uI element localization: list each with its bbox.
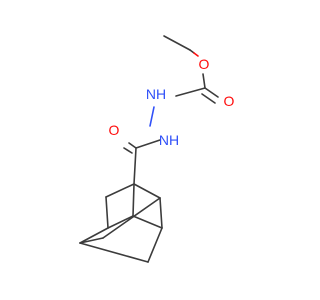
bond-cage-2 [133,183,161,199]
atom-o-carbamate-carbonyl: O [224,93,235,109]
bond-cage-8 [79,227,109,244]
bond-amide-c-to-adamantyl [133,147,137,185]
bond-o-to-carbonyl-c [202,73,206,89]
bond-amide-c-to-nh [135,139,161,149]
bond-cage-5 [159,197,163,229]
bond-cage-1 [105,183,135,198]
atom-o-ester: O [199,56,210,72]
bond-o-ester-red [193,52,199,57]
bond-carbonyl-c-to-nh [175,87,206,97]
atom-o-amide-carbonyl: O [109,122,120,138]
atom-nh-upper: NH [146,86,166,102]
bond-carbonyl-c-to-o-2 [201,93,216,104]
molecule-canvas: O O NH NH O [79,35,235,263]
bond-n-n [149,106,155,127]
bond-cage-11 [79,237,104,244]
bond-methyl-o [163,35,191,51]
structure-diagram: O O NH NH O [79,35,235,263]
bond-carbonyl-c-to-o-1 [204,87,219,98]
bond-amide-c-to-o-1 [128,142,137,149]
bond-cage-12 [102,197,161,239]
bond-cage-7 [132,215,163,229]
atom-nh-lower: NH [159,132,179,148]
bond-o-ester-carbon [189,49,195,54]
bond-cage-10 [79,242,149,263]
bond-cage-9 [147,227,163,263]
bond-cage-3 [132,183,135,217]
bond-cage-4 [105,196,109,229]
bond-amide-c-to-o-2 [123,147,133,154]
bond-cage-6 [107,215,134,229]
